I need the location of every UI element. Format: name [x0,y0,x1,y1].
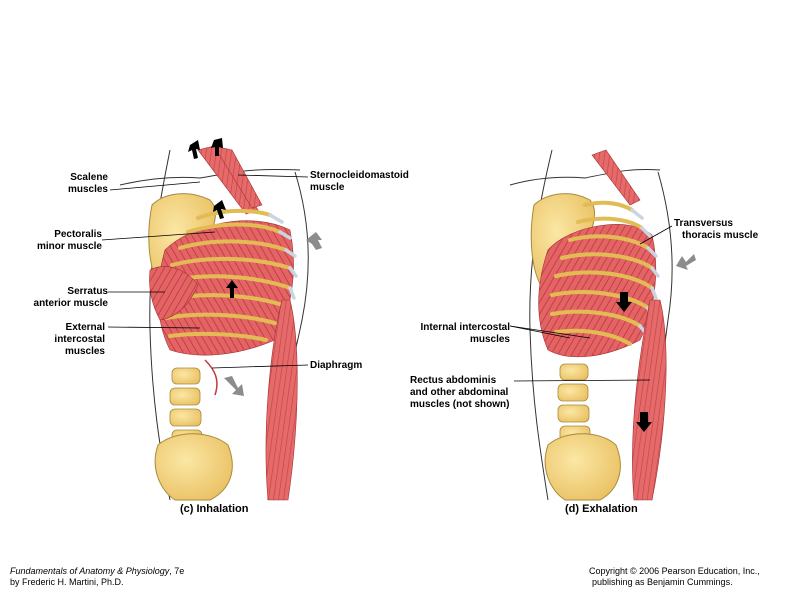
leader-lines-left [101,174,309,369]
pelvis [154,433,233,501]
gray-arrows [224,232,322,396]
footer-copyright: Copyright © 2006 Pearson Education, Inc.… [589,566,760,588]
label-line: Scalene [70,172,108,183]
arrow-up-sterno [211,138,223,156]
label-line: muscles (not shown) [410,399,510,410]
label-line: Internal intercostal [420,322,510,333]
leader-lines-right [509,225,673,382]
ribs-right [550,200,654,346]
label-line: muscles [67,184,108,195]
label-rectus-abdominis: Rectus abdominis and other abdominal mus… [410,375,509,411]
exhalation-illustration [509,149,696,501]
body-outline-shoulder-right [509,169,661,186]
label-internal-intercostal: Internal intercostal muscles [400,322,510,346]
label-external-intercostal: External intercostal muscles [30,322,105,358]
arrow-down-ribs [616,292,632,312]
diaphragm-muscle [204,359,218,396]
label-sternocleidomastoid: Sternocleidomastoid muscle [310,170,409,194]
book-title: Fundamentals of Anatomy & Physiology [10,566,170,576]
vertebral-column-right [557,363,591,443]
label-line: Transversus [674,218,733,229]
neck-muscles-right [591,149,641,206]
ribs [164,208,292,342]
label-line: muscles [64,346,105,357]
scalene-muscle [213,145,263,209]
label-diaphragm: Diaphragm [310,360,363,371]
arrow-up-ribs [226,280,238,298]
footer-title-line: Fundamentals of Anatomy & Physiology, 7e [10,566,184,577]
label-line: Rectus abdominis [410,375,497,386]
label-pectoralis-minor: Pectoralis minor muscle [20,229,102,253]
arrow-up-scalene [188,140,200,159]
arrow-outward-chest [306,232,322,250]
gray-arrows-right [676,254,696,270]
book-author: by Frederic H. Martini, Ph.D. [10,577,124,587]
copyright-line: Copyright © 2006 Pearson Education, Inc.… [589,566,760,576]
caption-exhalation: (d) Exhalation [565,503,638,515]
label-line: muscles [469,334,510,345]
publisher-line: publishing as Benjamin Cummings. [592,577,733,587]
body-outline-shoulder [119,168,301,186]
sternocleidomastoid-muscle [197,145,259,215]
movement-arrows-right [616,292,652,432]
label-line: and other abdominal [410,387,509,398]
arrow-down-rectus [636,412,652,432]
label-scalene-muscles: Scalene muscles [38,172,108,196]
label-line: intercostal [54,334,105,345]
label-transversus-thoracis: Transversus thoracis muscle [674,218,758,242]
rectus-abdominis-right [632,299,667,501]
arrow-inward-chest [676,254,696,270]
label-line: Sternocleidomastoid [310,170,409,181]
book-edition: , 7e [169,566,185,576]
label-line: Serratus [67,286,108,297]
movement-arrows [188,138,238,298]
label-line: muscle [310,182,345,193]
serratus-anterior-muscle [149,266,199,321]
label-serratus-anterior: Serratus anterior muscle [18,286,108,310]
footer-book-info: Fundamentals of Anatomy & Physiology, 7e… [10,566,184,588]
arrow-up-pectoralis [213,200,226,219]
label-line: External [65,322,105,333]
inhalation-illustration [101,138,322,501]
label-line: Pectoralis [54,229,102,240]
label-line: minor muscle [36,241,102,252]
pelvis-right [544,433,621,501]
label-line: anterior muscle [33,298,108,309]
rectus-abdominis-left [265,299,298,501]
label-line: thoracis muscle [682,230,759,241]
caption-inhalation: (c) Inhalation [180,503,249,515]
arrow-downward-diaphragm [224,376,244,396]
